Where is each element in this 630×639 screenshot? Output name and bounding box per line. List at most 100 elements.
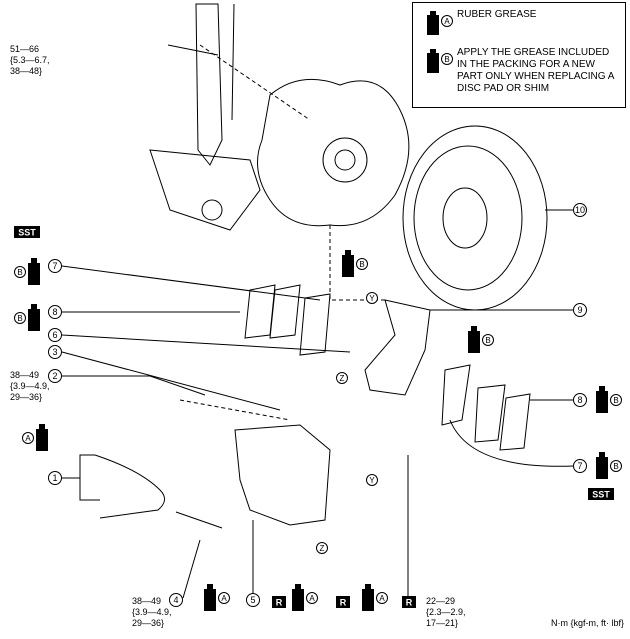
grease-letter-b: B <box>356 258 368 270</box>
torque-3-range: 38—49 <box>132 596 162 606</box>
svg-text:7: 7 <box>52 261 57 271</box>
svg-text:4: 4 <box>173 595 178 605</box>
svg-text:SST: SST <box>592 490 610 500</box>
svg-text:1: 1 <box>52 473 57 483</box>
leader-1 <box>62 454 100 501</box>
grease-letter-a: A <box>218 592 230 604</box>
disc-plate <box>402 125 548 311</box>
svg-text:10: 10 <box>575 205 585 215</box>
svg-text:3: 3 <box>52 347 57 357</box>
pad-right-a <box>441 364 471 426</box>
svg-text:7: 7 <box>577 461 582 471</box>
part-number-8: 8 <box>48 305 62 319</box>
caliper-bracket <box>364 299 431 396</box>
svg-text:8: 8 <box>577 395 582 405</box>
assembly-line-2 <box>329 225 385 301</box>
hub <box>322 137 368 183</box>
svg-text:2: 2 <box>52 371 57 381</box>
lower-joint <box>201 199 223 221</box>
assembly-line-1 <box>199 44 311 121</box>
torque-2-kgf: {3.9—4.9, <box>10 381 50 391</box>
legend-grease-icon-b: B <box>417 47 457 82</box>
sst-tag-right: SST <box>588 488 614 500</box>
disc-hat <box>442 187 488 249</box>
svg-text:A: A <box>309 594 315 603</box>
torque-3-ftlbf: 29—36} <box>132 618 165 628</box>
part-number-7: 7 <box>573 459 587 473</box>
legend-text-a: RUBER GREASE <box>457 9 537 20</box>
torque-4-range: 22—29 <box>426 596 456 606</box>
bolt-top <box>167 44 219 56</box>
grease-letter-a: A <box>376 592 388 604</box>
caliper-body <box>234 424 331 526</box>
r-tag-3: R <box>402 596 416 608</box>
svg-text:R: R <box>276 598 283 608</box>
hub-center <box>334 149 356 171</box>
grease-can-b <box>596 452 608 479</box>
pad-right-b <box>474 384 506 443</box>
svg-text:Y: Y <box>369 476 375 485</box>
svg-text:R: R <box>406 598 413 608</box>
svg-text:B: B <box>17 314 22 323</box>
part-number-4: 4 <box>169 593 183 607</box>
marker-y-top: Y <box>366 292 378 304</box>
leader-3 <box>61 351 281 411</box>
legend-text-b: APPLY THE GREASE INCLUDED IN THE PACKING… <box>457 47 614 94</box>
svg-text:R: R <box>340 598 347 608</box>
svg-text:Z: Z <box>340 374 345 383</box>
svg-text:B: B <box>17 268 22 277</box>
legend-grease-icon-a: A <box>417 9 457 44</box>
legend-box: A RUBER GREASE B APPLY THE GREASE INCLUD… <box>412 2 626 108</box>
part-number-8: 8 <box>573 393 587 407</box>
torque-1-ftlbf: 38—48} <box>10 66 43 76</box>
grease-letter-b: B <box>482 334 494 346</box>
unit-note: N·m {kgf-m, ft· lbf} <box>550 618 624 628</box>
part-number-9: 9 <box>573 303 587 317</box>
torque-1-range: 51—66 <box>10 44 40 54</box>
grease-letter-b: B <box>610 394 622 406</box>
part-number-7: 7 <box>48 259 62 273</box>
svg-text:A: A <box>379 594 385 603</box>
grease-can-b <box>28 258 40 285</box>
torque-4-ftlbf: 17—21} <box>426 618 459 628</box>
svg-text:SST: SST <box>18 228 36 238</box>
grease-can-group <box>28 250 608 611</box>
grease-can-b <box>342 250 354 277</box>
part-number-10: 10 <box>573 203 587 217</box>
torque-4-kgf: {2.3—2.9, <box>426 607 466 617</box>
marker-z-bottom: Z <box>316 542 328 554</box>
pad-left-c <box>299 293 331 356</box>
r-tag-1: R <box>272 596 286 608</box>
torque-2-range: 38—49 <box>10 370 40 380</box>
grease-letter-b: B <box>610 460 622 472</box>
svg-text:A: A <box>221 594 227 603</box>
grease-can-b <box>468 326 480 353</box>
part-number-5: 5 <box>246 593 260 607</box>
svg-text:B: B <box>613 396 618 405</box>
lower-arm <box>149 149 261 231</box>
grease-letter-b: B <box>14 266 26 278</box>
assembly-line-3 <box>179 399 291 421</box>
part-number-1: 1 <box>48 471 62 485</box>
grease-letter-a: A <box>22 432 34 444</box>
svg-text:5: 5 <box>250 595 255 605</box>
leader-6 <box>61 334 351 353</box>
grease-can-a <box>292 584 304 611</box>
svg-text:8: 8 <box>52 307 57 317</box>
svg-text:B: B <box>485 336 490 345</box>
svg-text:Z: Z <box>320 544 325 553</box>
svg-text:B: B <box>613 462 618 471</box>
grease-can-a <box>204 584 216 611</box>
svg-text:B: B <box>444 55 449 64</box>
steering-knuckle <box>257 78 410 227</box>
svg-text:9: 9 <box>577 305 582 315</box>
grease-can-a <box>362 584 374 611</box>
leader-7 <box>61 265 321 301</box>
sst-tag-left: SST <box>14 226 40 238</box>
leader-7r <box>449 419 575 467</box>
torque-1-kgf: {5.3—6.7, <box>10 55 50 65</box>
svg-text:A: A <box>25 434 31 443</box>
bolt-4 <box>175 511 223 529</box>
part-number-2: 2 <box>48 369 62 383</box>
